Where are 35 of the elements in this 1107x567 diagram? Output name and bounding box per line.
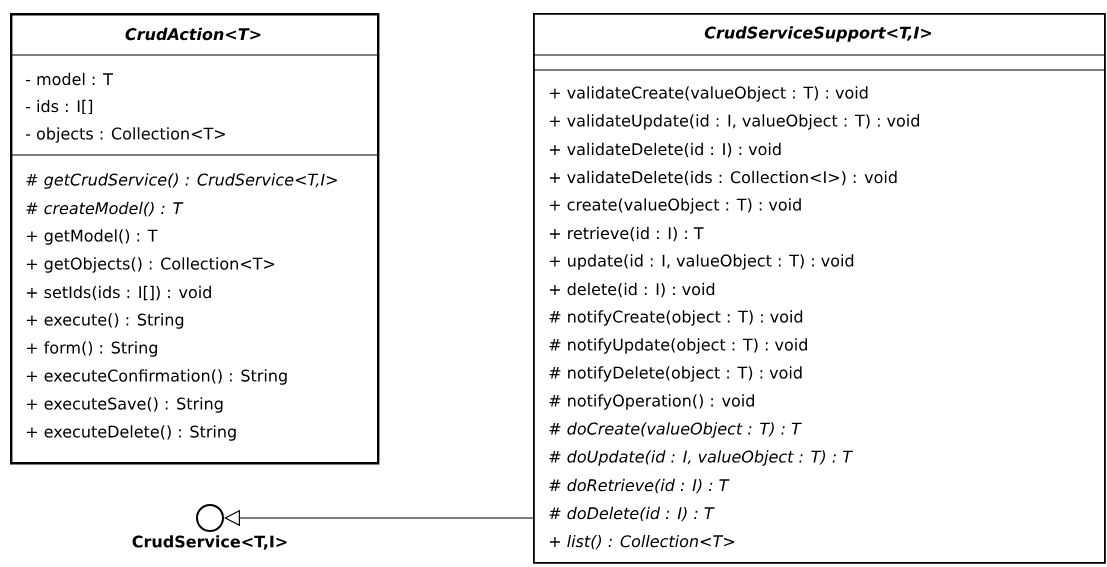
class-name: CrudAction<T> [125, 27, 261, 41]
operation: # notifyCreate(object : T) : void [549, 310, 803, 326]
operation: + getModel() : T [26, 229, 158, 245]
class-box [532, 13, 1106, 564]
operation: + form() : String [26, 341, 158, 357]
class-box [9, 13, 380, 465]
operation: # doDelete(id : I) : T [549, 506, 715, 522]
operation: + validateDelete(id : I) : void [549, 142, 781, 158]
operation: # doRetrieve(id : I) : T [549, 478, 730, 494]
operation: + validateDelete(ids : Collection<I>) : void [549, 170, 897, 186]
operation: # notifyDelete(object : T) : void [549, 366, 802, 382]
operation: # getCrudService() : CrudService<T,I> [26, 173, 337, 189]
operation: + executeDelete() : String [26, 425, 236, 441]
operation: + executeSave() : String [26, 397, 223, 413]
operation: + execute() : String [26, 313, 184, 329]
operation: + executeConfirmation() : String [26, 369, 287, 385]
operation: + validateUpdate(id : I, valueObject : T) : void [549, 114, 919, 130]
attribute: - objects : Collection<T> [26, 127, 225, 143]
operation: + retrieve(id : I) : T [549, 226, 704, 242]
operation: # createModel() : T [26, 201, 184, 217]
operation: # notifyOperation() : void [549, 394, 754, 410]
operation: # notifyUpdate(object : T) : void [549, 338, 807, 354]
class-name: CrudServiceSupport<T,I> [704, 26, 932, 42]
operation: + getObjects() : Collection<T> [26, 257, 275, 273]
operation: + validateCreate(valueObject : T) : void [549, 86, 868, 102]
operation: + delete(id : I) : void [549, 282, 715, 298]
operation: + list() : Collection<T> [549, 534, 734, 550]
operation: + create(valueObject : T) : void [549, 198, 801, 214]
operation: # doUpdate(id : I, valueObject : T) : T [549, 450, 854, 466]
operation: # doCreate(valueObject : T) : T [549, 422, 802, 438]
interface-name: CrudService<T,I> [132, 535, 287, 550]
attribute: - ids : I[] [26, 99, 93, 115]
operation: + update(id : I, valueObject : T) : void [549, 254, 854, 270]
operation: + setIds(ids : I[]) : void [26, 285, 211, 301]
attribute: - model : T [26, 72, 113, 86]
